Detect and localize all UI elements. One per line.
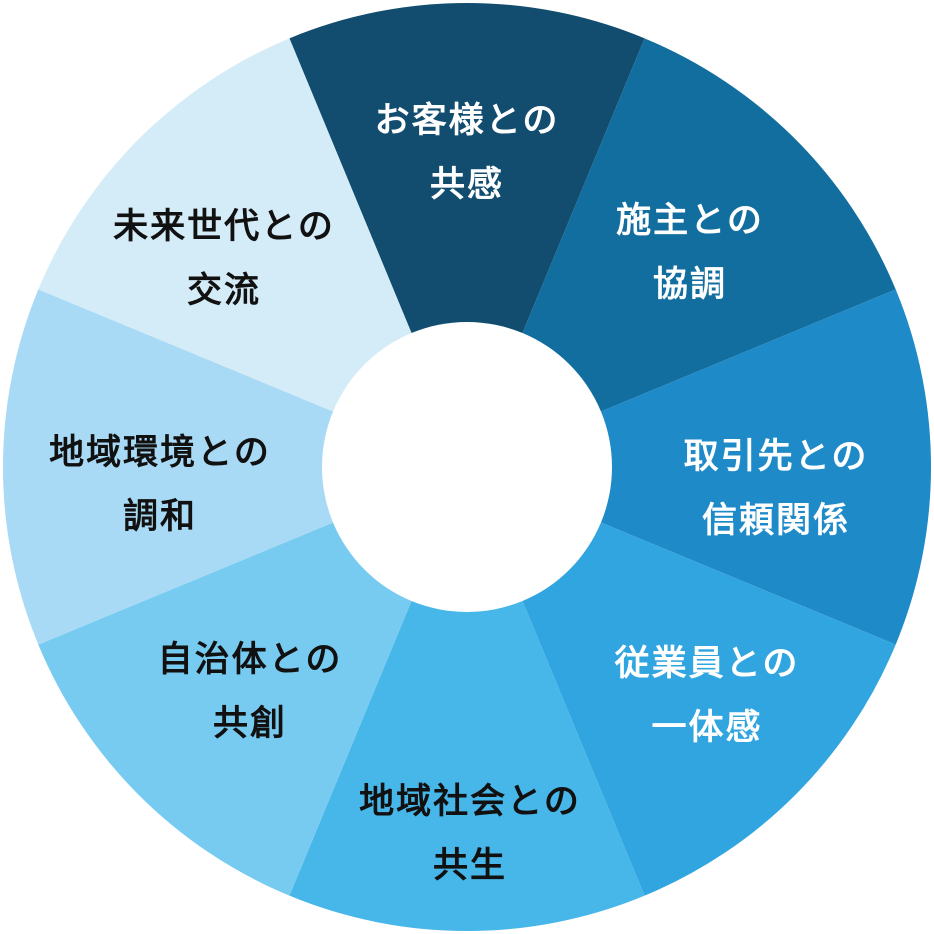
segment-employees [467,467,896,896]
segment-label-line: 共感 [430,165,504,205]
label-group: お客様との共感施主との協調取引先との信頼関係従業員との一体感地域社会との共生自治… [49,100,869,886]
center-hub [322,322,612,612]
segment-environment [2,289,467,645]
segment-label-line: 施主との [616,201,764,241]
segment-label-line: 協調 [653,265,727,305]
segment-local-society [289,467,645,932]
segment-label-employees: 従業員との一体感 [614,644,800,748]
segment-municipality [38,467,467,896]
segment-label-line: 地域環境との [49,433,271,473]
segment-label-client: 施主との協調 [616,201,764,305]
segment-label-line: 交流 [187,270,261,311]
segment-label-line: 従業員との [614,644,800,684]
segment-label-line: 未来世代との [113,207,335,247]
segment-label-partners: 取引先との信頼関係 [684,437,869,541]
segment-label-local-society: 地域社会との共生 [359,782,581,886]
segment-future [38,38,467,467]
segment-label-line: 取引先との [684,437,869,477]
segment-label-environment: 地域環境との調和 [49,433,271,537]
segment-label-line: 共生 [433,846,507,886]
segment-partners [467,289,932,645]
segment-label-line: 自治体との [158,640,343,680]
segment-label-customers: お客様との共感 [375,100,560,205]
segment-label-municipality: 自治体との共創 [158,640,343,744]
segment-label-line: 地域社会との [359,782,581,822]
segment-label-line: 調和 [123,497,197,537]
segment-label-line: 一体感 [651,708,762,748]
segment-label-line: 信頼関係 [702,501,850,541]
segment-client [467,38,896,467]
segment-customers [289,2,645,468]
segment-label-future: 未来世代との交流 [113,207,335,311]
segment-label-line: 共創 [213,704,287,744]
segment-label-line: お客様との [375,100,560,141]
